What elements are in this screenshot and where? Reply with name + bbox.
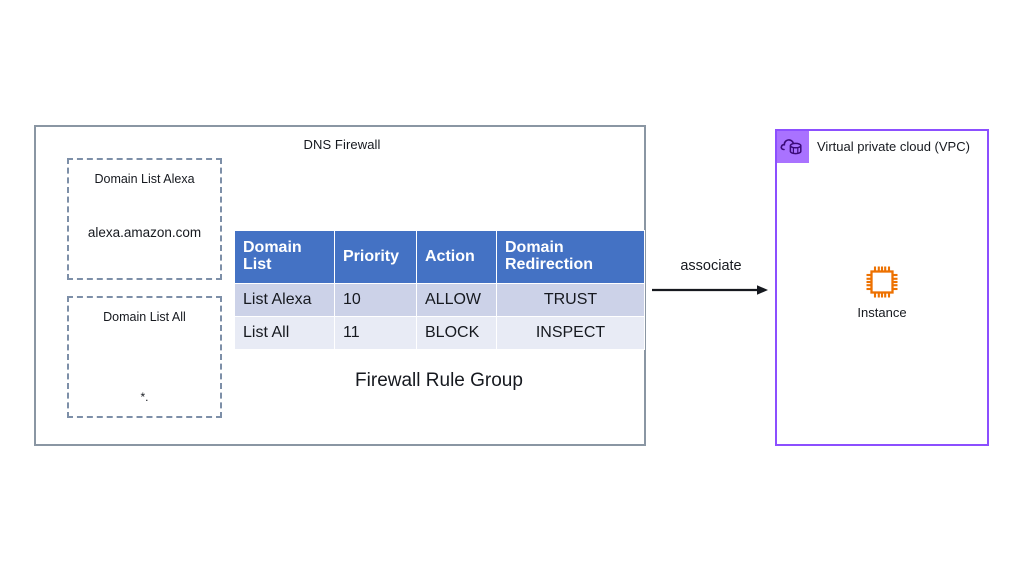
column-header-action: Action: [416, 230, 497, 284]
domain-list-alexa-title: Domain List Alexa: [94, 172, 195, 186]
table-header-row: Domain List Priority Action Domain Redir…: [234, 230, 645, 284]
column-header-priority: Priority: [334, 230, 417, 284]
domain-list-all-box: Domain List All *.: [67, 296, 222, 418]
cell-domain-list: List Alexa: [234, 283, 335, 317]
cell-domain-redirection: INSPECT: [496, 316, 645, 350]
cell-priority: 10: [334, 283, 417, 317]
table-row: List Alexa 10 ALLOW TRUST: [234, 283, 645, 317]
instance-chip-icon: [866, 266, 898, 298]
instance-node: Instance: [777, 263, 987, 320]
vpc-container: Virtual private cloud (VPC): [775, 129, 989, 446]
vpc-cloud-icon: [777, 131, 809, 163]
cell-priority: 11: [334, 316, 417, 350]
cell-action: ALLOW: [416, 283, 497, 317]
dns-firewall-container: DNS Firewall Domain List Alexa alexa.ama…: [34, 125, 646, 446]
associate-label: associate: [680, 258, 742, 274]
domain-list-all-title: Domain List All: [103, 310, 186, 324]
domain-list-all-value: *.: [140, 390, 149, 404]
instance-label: Instance: [857, 305, 907, 320]
firewall-rules-table: Domain List Priority Action Domain Redir…: [234, 230, 645, 350]
cell-domain-list: List All: [234, 316, 335, 350]
domain-list-alexa-value: alexa.amazon.com: [87, 225, 202, 240]
associate-connector: associate: [650, 258, 772, 300]
domain-list-alexa-box: Domain List Alexa alexa.amazon.com: [67, 158, 222, 280]
cell-action: BLOCK: [416, 316, 497, 350]
column-header-domain-redirection: Domain Redirection: [496, 230, 645, 284]
dns-firewall-title: DNS Firewall: [303, 137, 381, 152]
table-row: List All 11 BLOCK INSPECT: [234, 316, 645, 350]
firewall-rule-group-label: Firewall Rule Group: [355, 370, 523, 391]
arrow-right-icon: [652, 285, 768, 295]
vpc-label: Virtual private cloud (VPC): [817, 139, 970, 154]
column-header-domain-list: Domain List: [234, 230, 335, 284]
cell-domain-redirection: TRUST: [496, 283, 645, 317]
